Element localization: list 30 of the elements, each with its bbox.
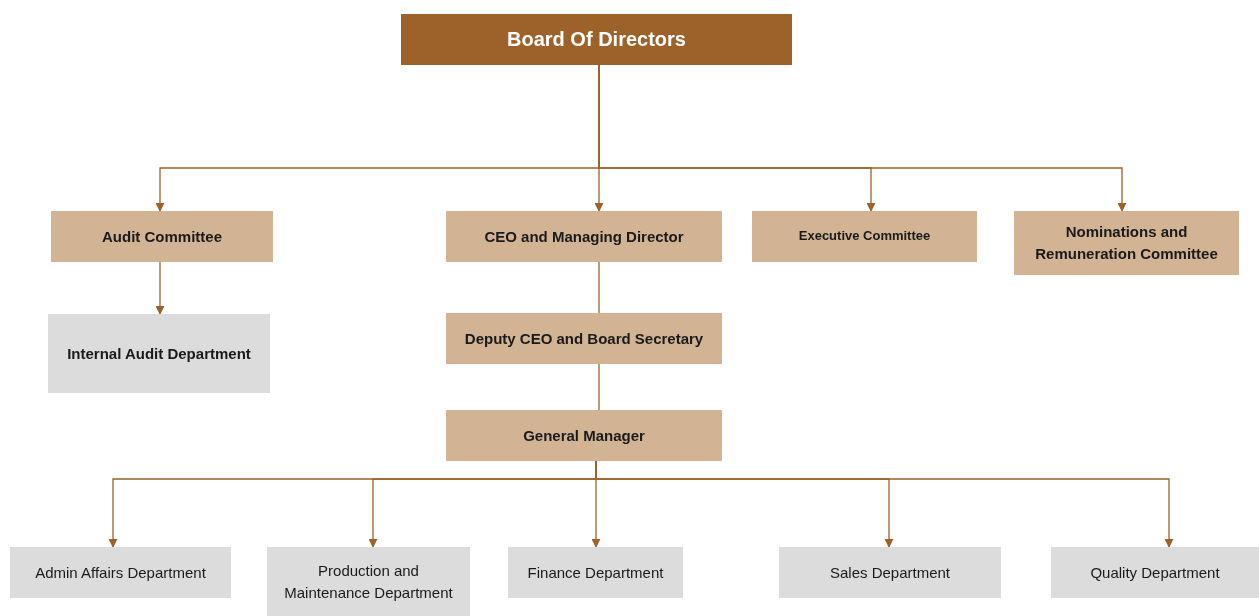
box-label: Sales Department: [829, 562, 951, 583]
box-label: Admin Affairs Department: [35, 562, 206, 583]
connector-line: [598, 363, 600, 411]
org-box: [1051, 547, 1259, 598]
org-box: [10, 547, 231, 598]
box-label: Internal Audit Department: [67, 343, 251, 364]
box-label: Audit Committee: [102, 226, 222, 247]
org-box: [401, 14, 792, 65]
box-label: Production and Maintenance Department: [283, 560, 454, 603]
connector-line: [598, 261, 600, 314]
box-label: General Manager: [523, 425, 645, 446]
org-box: [508, 547, 683, 598]
org-box: [446, 313, 722, 364]
box-label: Quality Department: [1090, 562, 1220, 583]
box-label: Board Of Directors: [507, 27, 686, 52]
org-box: [752, 211, 977, 262]
org-box: [779, 547, 1001, 598]
box-label: Nominations and Remuneration Committee: [1034, 222, 1219, 264]
org-box: [446, 211, 722, 262]
box-label: Executive Committee: [798, 227, 931, 246]
org-box: [446, 410, 722, 461]
org-box: [51, 211, 273, 262]
box-label: CEO and Managing Director: [484, 226, 684, 247]
box-label: Finance Department: [527, 562, 664, 583]
arrow: [598, 64, 1127, 212]
org-box: [267, 547, 470, 616]
org-box: [1014, 211, 1239, 275]
org-box: [48, 314, 270, 393]
box-label: Deputy CEO and Board Secretary: [464, 328, 704, 349]
arrow: [155, 261, 165, 315]
